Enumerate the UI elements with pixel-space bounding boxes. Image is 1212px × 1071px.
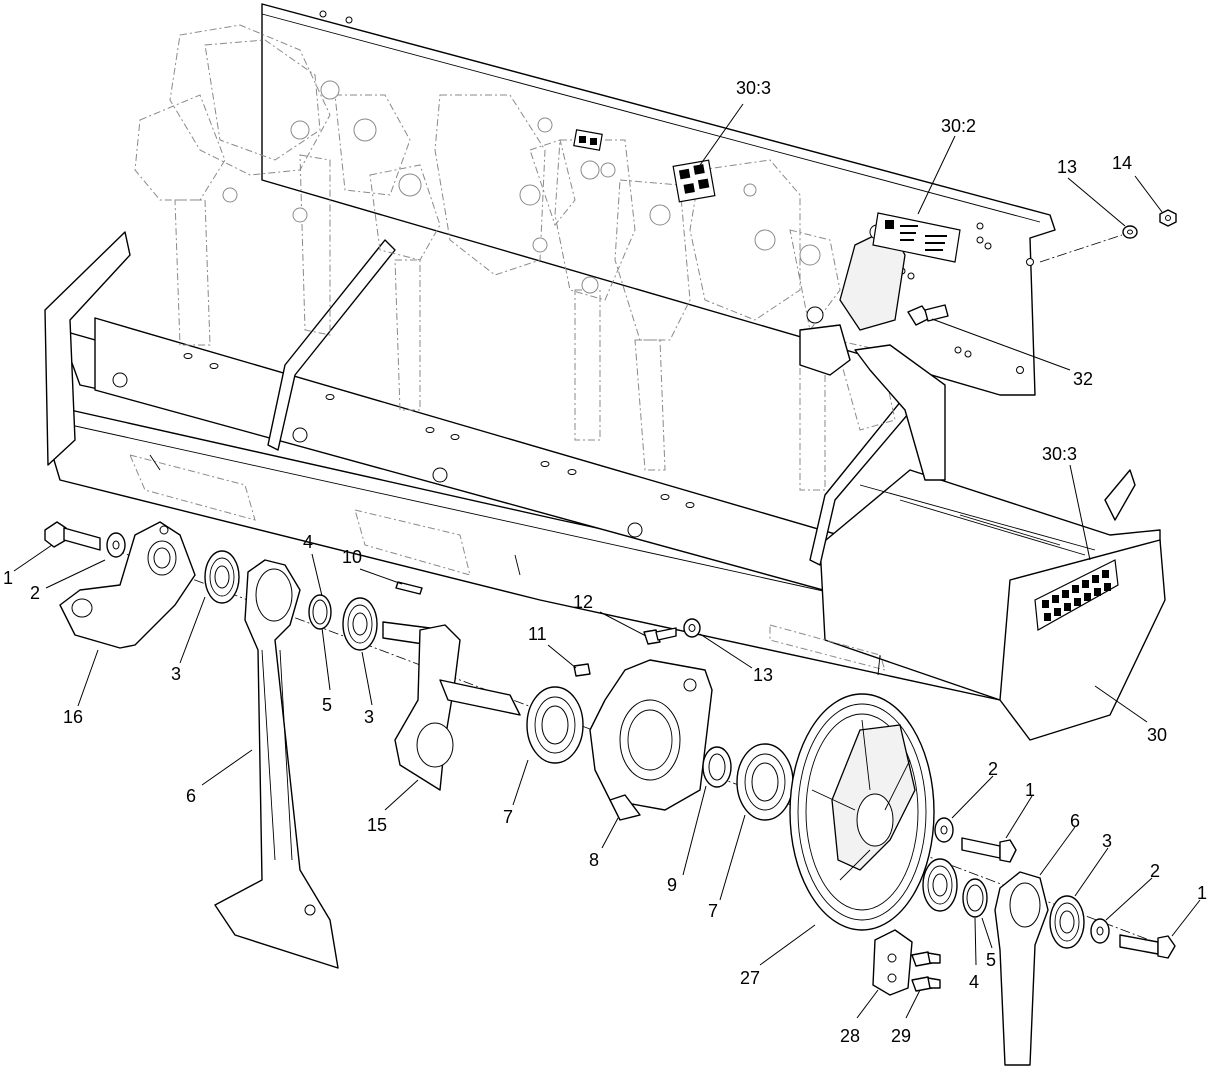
callout-4-left: 4: [303, 532, 313, 552]
connecting-rod-6-left: [214, 559, 339, 969]
right-side-plate: [999, 539, 1166, 741]
bearing-7-left: [526, 686, 584, 764]
connecting-rod-6-right: [994, 871, 1049, 1066]
callout-13-mid: 13: [753, 665, 773, 685]
clamp-28: [872, 929, 913, 996]
callout-7-left: 7: [503, 807, 513, 827]
washer-2-left: [106, 532, 126, 558]
callout-6-left: 6: [186, 786, 196, 806]
callout-10: 10: [342, 547, 362, 567]
callout-2-mid: 2: [988, 759, 998, 779]
tensioner-assembly: [799, 224, 946, 481]
callout-2-left: 2: [30, 583, 40, 603]
callout-4-right: 4: [969, 972, 979, 992]
callout-30-2: 30:2: [941, 116, 976, 136]
bolts-29: [911, 951, 941, 992]
decal-30-3-top: [672, 159, 716, 203]
callout-30-3-top: 30:3: [736, 78, 771, 98]
callout-11: 11: [528, 624, 547, 644]
callout-9: 9: [667, 875, 677, 895]
back-plate: [261, 3, 1056, 396]
callout-8: 8: [589, 850, 599, 870]
frame-assembly: [44, 3, 1166, 741]
washer-2-right: [1090, 918, 1110, 944]
callout-15: 15: [367, 815, 387, 835]
callout-14: 14: [1112, 153, 1132, 173]
bearing-housing-8: [589, 659, 713, 821]
ghost-crank-assembly: [134, 24, 896, 491]
washer-2-mid: [934, 817, 954, 843]
callout-30-3-side: 30:3: [1042, 444, 1077, 464]
callout-1-right: 1: [1197, 883, 1207, 903]
callout-3-mid: 3: [364, 707, 374, 727]
callout-6-right: 6: [1070, 811, 1080, 831]
callout-30: 30: [1147, 725, 1167, 745]
callout-16: 16: [63, 707, 83, 727]
bolt-1-mid: [961, 837, 1017, 863]
bearing-3-right-mid: [922, 858, 958, 912]
callout-5-right: 5: [986, 950, 996, 970]
pulley-27: [789, 693, 935, 931]
crankshaft-15: [382, 621, 521, 791]
snap-ring-4-left: [308, 594, 332, 630]
callout-3-left: 3: [171, 664, 181, 684]
callout-1-left: 1: [3, 568, 13, 588]
back-plate-holes: [319, 10, 1034, 374]
callout-28: 28: [840, 1026, 860, 1046]
key-10: [395, 581, 423, 595]
decal-30-3-side: [1034, 559, 1119, 631]
decal-30-2: [872, 212, 961, 263]
bearing-3-mid: [342, 597, 378, 651]
left-end-plate: [44, 231, 131, 466]
leader-lines: [13, 103, 1201, 1019]
callout-32: 32: [1073, 369, 1093, 389]
bolt-32: [907, 304, 949, 326]
pin-11: [573, 663, 591, 677]
nut-14: [1159, 209, 1177, 227]
callout-2-right: 2: [1150, 861, 1160, 881]
callout-1-mid: 1: [1025, 780, 1035, 800]
ghost-brackets: [129, 454, 886, 676]
bearing-7-right: [736, 743, 794, 821]
washer-13-mid: [683, 618, 701, 638]
callout-12: 12: [573, 592, 593, 612]
snap-ring-4-right: [962, 878, 988, 918]
bolt-1-right: [1119, 934, 1176, 959]
bracket-16: [59, 521, 196, 649]
callout-7-right: 7: [708, 901, 718, 921]
washer-13-top: [1122, 225, 1138, 239]
callout-27: 27: [740, 968, 760, 988]
bearing-3-right: [1049, 895, 1085, 949]
small-decal: [573, 129, 603, 151]
callout-13-top: 13: [1057, 157, 1077, 177]
callout-3-right: 3: [1102, 831, 1112, 851]
callout-29: 29: [891, 1026, 911, 1046]
callout-5-left: 5: [322, 695, 332, 715]
bolt-1-left: [44, 521, 101, 551]
bearing-3-left: [204, 550, 240, 604]
bolt-12: [643, 627, 677, 645]
callout-labels: 1 2 3 16 6 4 5 3 10 15 12 11 13 7 8 9 7 …: [3, 78, 1207, 1046]
spacer-9: [702, 746, 732, 788]
